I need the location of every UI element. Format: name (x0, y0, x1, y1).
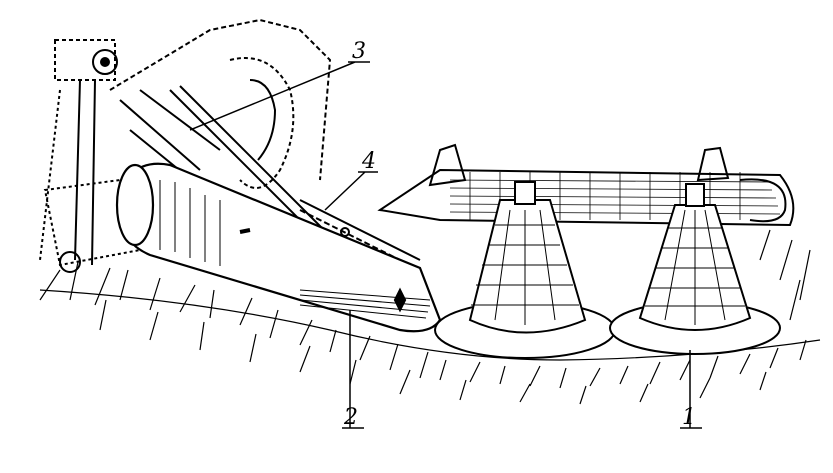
cutter-bar-housing-2 (115, 162, 442, 333)
tractor-frame (39, 18, 332, 273)
callout-label-4: 4 (361, 149, 376, 174)
callout-label-3: 3 (352, 39, 366, 64)
callout-label-1: 1 (682, 405, 696, 430)
rotor-drum-right (609, 183, 781, 355)
callout-leaders (189, 61, 702, 429)
rotor-drum-left (434, 181, 616, 359)
callout-label-2: 2 (343, 405, 358, 430)
top-deck (377, 143, 795, 227)
